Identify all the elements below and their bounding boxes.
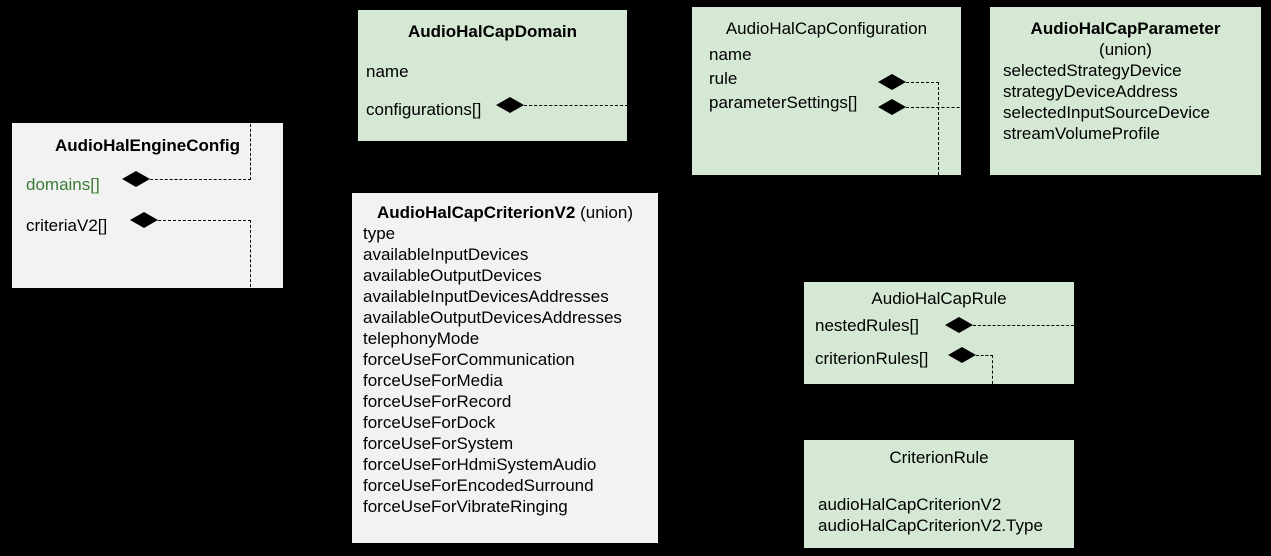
attribute-force-use-for-hdmi-system-audio: forceUseForHdmiSystemAudio <box>363 455 597 474</box>
attribute-selected-input-source-device: selectedInputSourceDevice <box>1003 103 1210 122</box>
attribute-configurations: configurations[] <box>366 100 482 119</box>
attribute-force-use-for-encoded-surround: forceUseForEncodedSurround <box>363 476 594 495</box>
attribute-strategy-device-address: strategyDeviceAddress <box>1003 82 1178 101</box>
attribute-available-input-devices-addresses: availableInputDevicesAddresses <box>363 287 609 306</box>
connector-criterion-rules-vertical <box>992 355 993 384</box>
connector-criteria-vertical <box>250 220 251 287</box>
attribute-domains: domains[] <box>26 175 100 194</box>
class-title-suffix: (union) <box>580 203 633 222</box>
connector-domains-vertical <box>250 124 251 180</box>
attribute-force-use-for-system: forceUseForSystem <box>363 434 514 453</box>
connector-rule-horizontal <box>906 82 939 83</box>
attribute-telephony-mode: telephonyMode <box>363 329 480 348</box>
class-title-audio-hal-cap-parameter: AudioHalCapParameter <box>1030 19 1221 38</box>
class-title-text: AudioHalCapCriterionV2 <box>376 203 576 222</box>
class-box-audio-hal-cap-criterion-v2[interactable]: AudioHalCapCriterionV2 (union) type avai… <box>352 193 658 543</box>
class-title-audio-hal-cap-criterion-v2: AudioHalCapCriterionV2 (union) <box>352 202 658 223</box>
class-subtitle-audio-hal-cap-parameter: (union) <box>1099 40 1152 59</box>
attribute-force-use-for-communication: forceUseForCommunication <box>363 350 575 369</box>
class-box-criterion-rule[interactable]: CriterionRule audioHalCapCriterionV2 aud… <box>804 440 1074 548</box>
attribute-rule: rule <box>709 69 738 88</box>
class-title-criterion-rule: CriterionRule <box>889 448 989 467</box>
attribute-parameter-settings: parameterSettings[] <box>709 93 858 112</box>
attribute-type: type <box>363 224 396 243</box>
attribute-force-use-for-vibrate-ringing: forceUseForVibrateRinging <box>363 497 568 516</box>
connector-criterion-rules-horizontal <box>976 355 993 356</box>
connector-configurations-horizontal <box>524 105 704 106</box>
class-box-audio-hal-engine-config[interactable]: AudioHalEngineConfig domains[] criteriaV… <box>12 123 283 288</box>
class-box-audio-hal-cap-domain[interactable]: AudioHalCapDomain name configurations[] <box>358 10 627 141</box>
aggregation-diamond-criterion-rules <box>948 347 976 363</box>
attribute-selected-strategy-device: selectedStrategyDevice <box>1003 61 1182 80</box>
attribute-nested-rules: nestedRules[] <box>815 316 919 335</box>
connector-domains-horizontal <box>150 179 251 180</box>
attribute-audio-hal-cap-criterion-v2-type: audioHalCapCriterionV2.Type <box>818 516 1043 535</box>
class-box-audio-hal-cap-rule[interactable]: AudioHalCapRule nestedRules[] criterionR… <box>804 282 1074 384</box>
class-title-audio-hal-cap-rule: AudioHalCapRule <box>871 289 1007 308</box>
attribute-force-use-for-media: forceUseForMedia <box>363 371 503 390</box>
connector-criteria-horizontal <box>158 220 251 221</box>
aggregation-diamond-rule <box>878 74 906 90</box>
class-box-audio-hal-cap-parameter[interactable]: AudioHalCapParameter (union) selectedStr… <box>990 7 1261 175</box>
aggregation-diamond-nested-rules <box>945 317 973 333</box>
attribute-available-output-devices-addresses: availableOutputDevicesAddresses <box>363 308 622 327</box>
attribute-audio-hal-cap-criterion-v2: audioHalCapCriterionV2 <box>818 495 1002 514</box>
attribute-available-output-devices: availableOutputDevices <box>363 266 542 285</box>
aggregation-diamond-criteria-v2 <box>130 212 158 228</box>
attribute-force-use-for-dock: forceUseForDock <box>363 413 496 432</box>
attribute-name-configuration: name <box>709 45 752 64</box>
connector-nested-rules-horizontal <box>973 325 1074 326</box>
connector-rule-vertical <box>938 82 939 175</box>
class-box-audio-hal-cap-configuration[interactable]: AudioHalCapConfiguration name rule param… <box>692 7 961 175</box>
class-title-audio-hal-engine-config: AudioHalEngineConfig <box>54 136 241 155</box>
attribute-available-input-devices: availableInputDevices <box>363 245 529 264</box>
attribute-criterion-rules: criterionRules[] <box>815 349 929 368</box>
attribute-force-use-for-record: forceUseForRecord <box>363 392 512 411</box>
aggregation-diamond-configurations <box>496 97 524 113</box>
class-title-audio-hal-cap-configuration: AudioHalCapConfiguration <box>725 19 928 38</box>
connector-parameter-settings-horizontal <box>906 107 990 108</box>
class-title-audio-hal-cap-domain: AudioHalCapDomain <box>407 22 578 41</box>
aggregation-diamond-domains <box>122 171 150 187</box>
attribute-stream-volume-profile: streamVolumeProfile <box>1003 124 1160 143</box>
aggregation-diamond-parameter-settings <box>878 99 906 115</box>
attribute-criteria-v2: criteriaV2[] <box>26 216 108 235</box>
attribute-name-domain: name <box>366 62 409 81</box>
